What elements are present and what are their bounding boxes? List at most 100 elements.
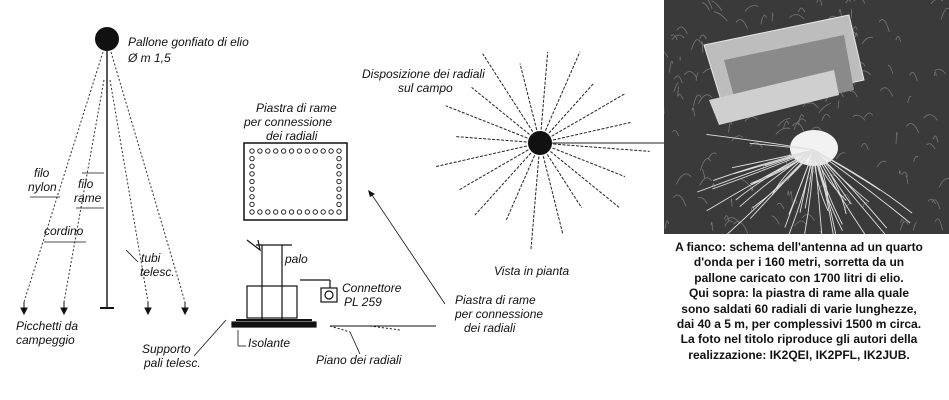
label-piastra-bottom-3: dei radiali	[464, 321, 516, 335]
stakes	[20, 302, 189, 316]
label-disposizione-1: Disposizione dei radiali	[362, 67, 485, 81]
plate-hole	[336, 155, 342, 162]
copper-plate	[243, 142, 348, 221]
caption-line: pallone caricato con 1700 litri di elio.	[694, 270, 904, 285]
label-filo-rame-1: filo	[78, 177, 94, 191]
radial-line	[539, 142, 564, 234]
nylon-lines	[23, 51, 186, 303]
label-cordino: cordino	[44, 224, 84, 238]
label-tubi-1: tubi	[141, 251, 161, 265]
plate-hole	[249, 178, 255, 185]
radial-line	[505, 142, 541, 221]
plate-hole	[249, 209, 255, 215]
label-filo-nylon-1: filo	[34, 166, 50, 180]
label-connettore-2: PL 259	[344, 295, 382, 309]
radials	[434, 51, 664, 250]
radial-plane	[329, 325, 436, 333]
radial-line	[539, 93, 625, 144]
caption-line: A fianco: schema dell'antenna ad un quar…	[675, 240, 923, 254]
plate-hole	[273, 148, 279, 154]
plate-hole	[336, 178, 342, 185]
pole-support	[231, 239, 338, 328]
caption-line: La foto nel titolo riproduce gli autori …	[680, 332, 918, 347]
radial-line	[434, 142, 541, 168]
label-tubi-2: telesc.	[140, 265, 175, 279]
caption: A fianco: schema dell'antenna ad un quar…	[650, 240, 948, 363]
plate-hole	[296, 148, 303, 154]
label-palo: palo	[284, 252, 308, 266]
radial-line	[458, 142, 541, 191]
label-filo-rame-2: rame	[74, 191, 102, 205]
plate-hole	[249, 163, 255, 169]
plate-hole	[336, 163, 342, 169]
radial-line	[471, 87, 541, 144]
radial-line	[530, 142, 541, 250]
plate-hole	[304, 148, 311, 154]
label-supporto-2: pali telesc.	[143, 356, 201, 370]
plate-hole	[257, 209, 263, 215]
plate-hole	[312, 209, 318, 215]
plate-hole	[336, 186, 342, 192]
label-vista: Vista in pianta	[494, 264, 569, 278]
plate-hole	[273, 209, 279, 215]
label-picchetti-2: campeggio	[16, 333, 75, 347]
label-piano: Piano dei radiali	[316, 353, 402, 367]
radial-line	[539, 142, 583, 209]
radial-line	[539, 52, 549, 144]
plate-hole	[328, 209, 334, 215]
radial-line	[539, 142, 626, 178]
plate-hole	[265, 148, 271, 154]
plate-hole	[257, 148, 263, 154]
plate-hole	[320, 209, 326, 215]
plate-hole	[312, 148, 318, 154]
plate-hole	[336, 148, 342, 154]
radial-line	[539, 142, 650, 152]
label-connettore-1: Connettore	[342, 281, 402, 295]
plate-hole	[296, 209, 303, 215]
radial-hub	[528, 131, 552, 155]
plate-hole	[280, 148, 287, 154]
plate-hole	[280, 209, 287, 215]
plate-hole	[288, 148, 295, 154]
balloon-label: Pallone gonfiato di elio	[128, 35, 249, 49]
caption-line: sono saldati 60 radiali di varie lunghez…	[681, 301, 917, 316]
photo-copper-plate-radials	[664, 0, 949, 234]
label-picchetti-1: Picchetti da	[16, 319, 78, 333]
radial-line	[539, 51, 581, 144]
plate-hole	[249, 171, 255, 177]
label-isolante: Isolante	[248, 336, 290, 350]
plate-holes	[249, 148, 342, 215]
caption-line: d'onda per i 160 metri, sorretta da un	[693, 255, 905, 270]
plate-hole	[336, 194, 342, 200]
plate-hole	[328, 148, 334, 154]
radial-line	[539, 122, 631, 144]
plate-hole	[249, 194, 255, 200]
label-piastra-top-2: per connessione	[243, 115, 332, 129]
plate-hole	[304, 209, 311, 215]
plate-hole	[336, 171, 342, 177]
plate-hole	[336, 209, 342, 215]
caption-line: Qui sopra: la piastra di rame alla quale	[688, 286, 910, 301]
radial-line	[474, 142, 541, 216]
balloon-diameter: Ø m 1,5	[127, 51, 171, 65]
plate-hole	[288, 209, 295, 215]
label-filo-nylon-2: nylon	[28, 180, 57, 194]
radial-line	[445, 105, 541, 144]
plate-hole	[249, 186, 255, 192]
caption-line: dai 40 a 5 m, per complessivi 1500 m cir…	[676, 317, 922, 332]
label-piastra-top-3: dei radiali	[266, 129, 318, 143]
radial-line	[519, 63, 541, 144]
radial-line	[456, 136, 541, 144]
radial-line	[539, 142, 621, 209]
plate-hole	[265, 209, 271, 215]
plate-hole	[249, 155, 255, 162]
plate-hole	[320, 148, 326, 154]
caption-line: realizzazione: IK2QEI, IK2PFL, IK2JUB.	[688, 347, 910, 362]
label-piastra-bottom-1: Piastra di rame	[455, 293, 536, 307]
label-piastra-top-1: Piastra di rame	[256, 101, 337, 115]
label-supporto-1: Supporto	[142, 342, 191, 356]
plate-hole	[249, 148, 255, 154]
balloon	[95, 27, 119, 51]
plate-hole	[249, 201, 255, 208]
